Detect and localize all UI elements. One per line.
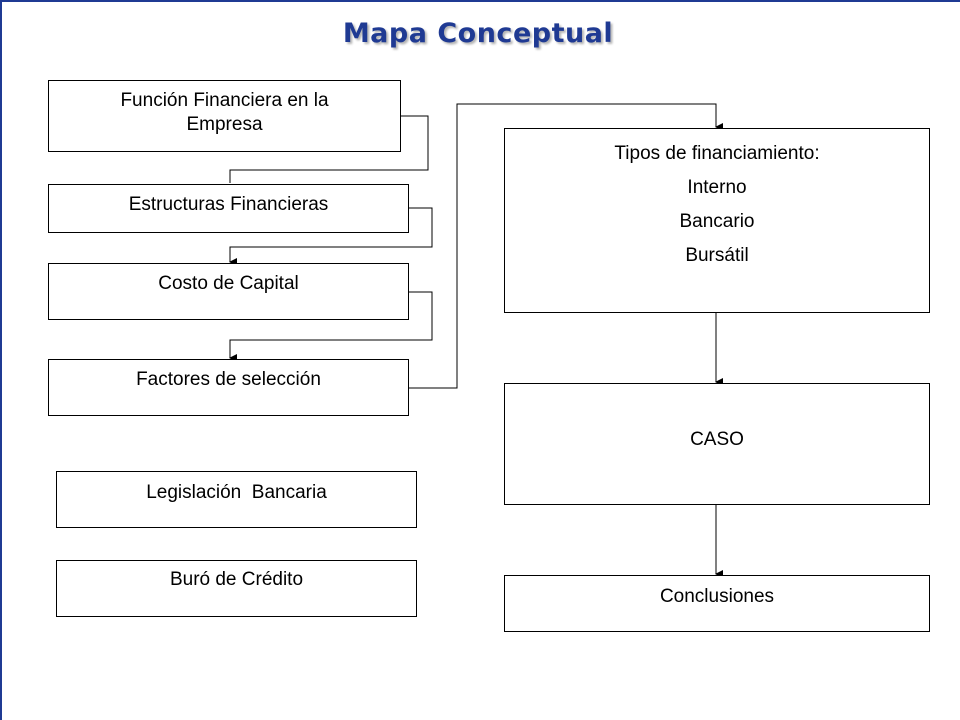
box-costo-capital: Costo de Capital xyxy=(48,263,409,320)
box-caso-label: CASO xyxy=(690,429,744,450)
box-tipos-item-interno: Interno xyxy=(687,177,747,198)
box-funcion-financiera: Función Financiera en la Empresa xyxy=(48,80,401,152)
box-costo-label: Costo de Capital xyxy=(158,273,299,294)
box-legislacion-label: Legislación Bancaria xyxy=(146,482,327,503)
connector-factores-tipos xyxy=(409,103,723,389)
box-tipos-financiamiento: Tipos de financiamiento: Interno Bancari… xyxy=(504,128,930,313)
box-buro-credito: Buró de Crédito xyxy=(56,560,417,617)
connector-funcion-estructuras xyxy=(229,115,429,183)
frame-left-border xyxy=(0,0,2,720)
box-tipos-item-bursatil: Bursátil xyxy=(685,245,749,266)
connector-costo-factores xyxy=(229,291,433,362)
box-conclusiones-label: Conclusiones xyxy=(659,586,775,607)
box-factores-seleccion: Factores de selección xyxy=(48,359,409,416)
box-funcion-line2: Empresa xyxy=(186,114,263,135)
connector-estructuras-costo xyxy=(229,207,433,266)
box-caso: CASO xyxy=(504,383,930,505)
box-conclusiones: Conclusiones xyxy=(504,575,930,632)
box-estructuras-financieras: Estructuras Financieras xyxy=(48,184,409,233)
diagram-title: Mapa Conceptual xyxy=(342,18,614,49)
box-legislacion-bancaria: Legislación Bancaria xyxy=(56,471,417,528)
box-tipos-heading: Tipos de financiamiento: xyxy=(614,143,820,164)
frame-top-border xyxy=(0,0,960,2)
box-buro-label: Buró de Crédito xyxy=(169,569,304,590)
box-factores-label: Factores de selección xyxy=(136,369,321,390)
box-tipos-item-bancario: Bancario xyxy=(679,211,755,232)
box-funcion-line1: Función Financiera en la xyxy=(120,90,329,111)
box-estructuras-label: Estructuras Financieras xyxy=(128,194,329,215)
